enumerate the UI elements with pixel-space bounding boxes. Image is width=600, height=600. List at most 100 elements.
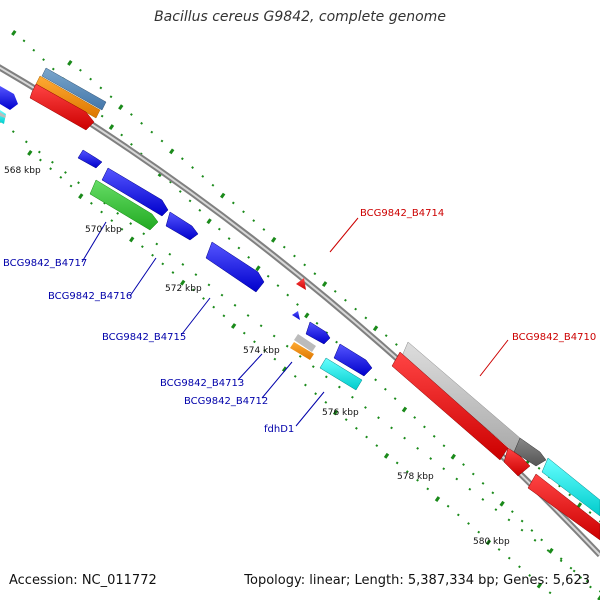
ruler-dot	[108, 124, 115, 130]
ruler-dot	[518, 565, 521, 569]
ruler-dot	[116, 211, 120, 215]
ruler-dot	[405, 470, 409, 473]
ruler-dot	[510, 510, 514, 514]
ruler-dot	[282, 245, 286, 249]
ruler-dot	[151, 253, 154, 257]
ruler-dot	[202, 297, 205, 300]
ruler-dot	[201, 174, 205, 178]
ruler-dot	[530, 529, 534, 532]
ruler-dot	[99, 86, 103, 90]
ruler-dot	[259, 324, 263, 328]
ruler-dot	[51, 160, 54, 164]
ruler-dot	[237, 246, 241, 250]
ruler-dot	[432, 434, 436, 438]
ruler-dot	[39, 158, 42, 162]
genome-backbone	[0, 64, 600, 558]
ruler-dot	[390, 426, 393, 430]
ruler-dot	[120, 133, 124, 137]
ruler-dot	[293, 375, 297, 378]
ruler-dot	[332, 409, 339, 416]
gene-arrow	[401, 341, 521, 453]
gene-arrow	[333, 343, 373, 377]
ruler-dot	[337, 385, 341, 389]
ruler-dot	[377, 416, 380, 420]
gene-labels[interactable]: BCG9842_B4714 BCG9842_B4717 BCG9842_B471…	[3, 208, 596, 435]
ruler-dot	[298, 355, 302, 358]
ruler-dot	[450, 453, 456, 460]
top-feature-stack	[29, 67, 107, 131]
ruler-dot	[246, 314, 250, 317]
gene-label-fdhd1: fdhD1	[264, 424, 294, 435]
gene-label-bcg9842-b4717: BCG9842_B4717	[3, 258, 87, 269]
scale-tick-label: 572 kbp	[165, 284, 202, 294]
ruler-dot	[191, 288, 195, 292]
ruler-dot	[220, 192, 226, 199]
ruler-dot	[315, 321, 319, 325]
ruler-dot	[181, 263, 185, 266]
ruler-dot	[255, 265, 261, 272]
ruler-dot	[304, 312, 310, 319]
ruler-dot	[537, 466, 541, 470]
gene-arrow	[77, 149, 103, 169]
ruler-dot	[32, 48, 36, 52]
ruler-dot	[180, 157, 184, 161]
gene-label-bcg9842-b4714: BCG9842_B4714	[360, 208, 444, 219]
ruler-dot	[51, 67, 55, 71]
forward-features[interactable]	[77, 149, 373, 391]
ruler-dot	[507, 518, 511, 522]
ruler-dot	[333, 290, 337, 293]
ruler-dot	[270, 236, 277, 243]
gene-arrow	[513, 437, 547, 467]
ruler-dot	[324, 375, 328, 379]
outer-ruler-dots	[11, 29, 600, 600]
ruler-dot	[11, 130, 15, 134]
gene-arrow	[391, 351, 509, 461]
ruler-dot	[383, 387, 387, 391]
ruler-dot	[589, 585, 592, 589]
ruler-dot	[69, 184, 73, 188]
reverse-features[interactable]	[296, 278, 600, 541]
ruler-dot	[160, 139, 164, 143]
ruler-dot	[252, 219, 256, 223]
gene-arrow	[89, 179, 159, 231]
ruler-dot	[344, 418, 348, 422]
ruler-dot	[27, 150, 33, 156]
ruler-dot	[120, 227, 124, 231]
ruler-dot	[140, 245, 144, 248]
ruler-dot	[262, 228, 266, 231]
gene-arrow	[165, 211, 199, 241]
genome-backbone-inner	[0, 66, 600, 556]
ruler-dot	[499, 500, 505, 507]
scale-tick-label: 576 kbp	[322, 408, 359, 418]
ruler-dot	[67, 60, 73, 66]
ruler-dot	[467, 522, 470, 525]
ruler-dot	[171, 271, 175, 274]
ruler-dot	[585, 579, 589, 583]
ruler-dot	[89, 77, 93, 81]
ruler-dot	[374, 378, 378, 382]
ruler-dot	[588, 511, 592, 514]
ruler-dot	[314, 392, 318, 396]
ruler-dot	[423, 425, 426, 429]
ruler-dot	[364, 316, 368, 320]
ruler-dot	[140, 121, 143, 125]
gene-arrow	[305, 321, 331, 345]
ruler-dot	[481, 498, 485, 501]
ruler-dot	[321, 281, 328, 287]
ruler-dot	[110, 219, 114, 223]
ruler-dot	[78, 193, 84, 200]
left-edge-features	[0, 86, 18, 124]
ruler-dot	[491, 491, 495, 495]
ruler-dot	[355, 426, 358, 430]
ruler-dot	[24, 140, 28, 144]
ruler-dot	[22, 39, 26, 43]
ruler-dot	[485, 539, 492, 546]
ruler-dot	[401, 406, 408, 413]
ruler-dot	[442, 467, 446, 471]
ruler-dot	[211, 183, 215, 187]
ruler-dot	[169, 148, 175, 155]
ruler-dot	[109, 95, 113, 99]
ruler-dot	[64, 171, 67, 174]
